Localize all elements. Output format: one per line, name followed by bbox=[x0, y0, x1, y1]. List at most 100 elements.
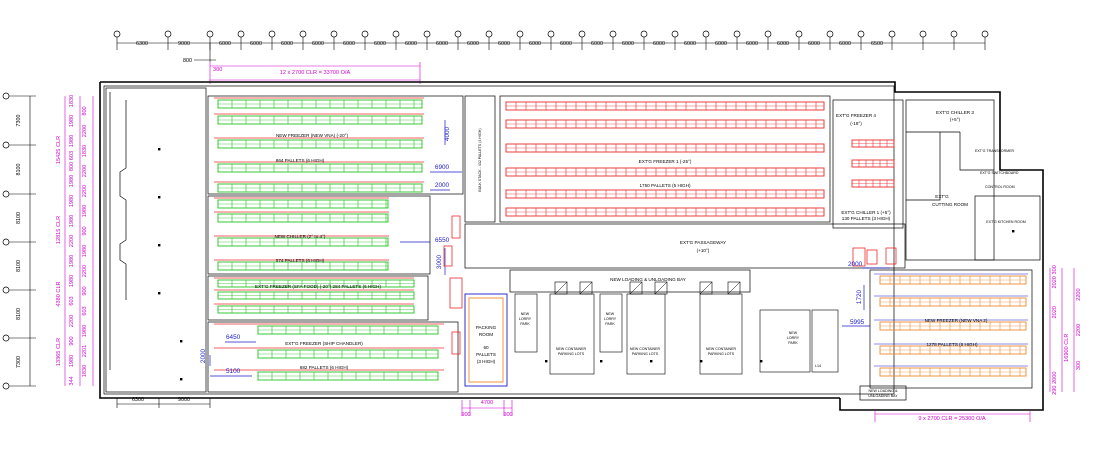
left-dim-label: 8100 bbox=[16, 164, 22, 176]
label-new-freezer-vna2: NEW FREEZER (NEW VNA 2) bbox=[925, 318, 988, 323]
label-freezer-ship: EXT'G FREEZER (SHIP CHANDLER) bbox=[285, 341, 363, 346]
label-packing-pallets-2: PALLETS bbox=[476, 352, 496, 357]
grid-bubble bbox=[2, 334, 10, 342]
label-container-a1: NEW CONTAINER bbox=[556, 347, 587, 351]
column-dot bbox=[158, 244, 161, 247]
left-sub-label: 900 bbox=[82, 226, 88, 235]
parking-bays bbox=[514, 293, 839, 375]
lorry-container-parks: NEW LORRY PARK NEW LORRY PARK NEW LORRY … bbox=[514, 293, 839, 375]
column-dot bbox=[180, 378, 183, 381]
grid-bubble bbox=[950, 30, 958, 38]
grid-bubble bbox=[702, 30, 710, 38]
dim-1720: 1720 bbox=[856, 289, 863, 304]
column-dot bbox=[158, 196, 161, 199]
top-dim-label: 6000 bbox=[219, 41, 231, 47]
parking-bay bbox=[599, 293, 623, 353]
label-cutting-room-2: CUTTING ROOM bbox=[932, 202, 968, 207]
structural-columns bbox=[158, 148, 1015, 381]
left-clr-1: 15425 CLR bbox=[56, 136, 62, 164]
left-sub-label: 2200 bbox=[82, 265, 88, 277]
parking-bay bbox=[811, 309, 839, 373]
dim-2000-c: 2000 bbox=[848, 261, 863, 268]
label-container-a2: PARKING LOTS bbox=[558, 352, 585, 356]
grid-bubble bbox=[764, 30, 772, 38]
label-lorry-park-a2: LORRY bbox=[519, 317, 532, 321]
racking-freezer-sfa bbox=[214, 277, 415, 314]
left-dim-label: 8100 bbox=[16, 260, 22, 272]
right-dim-label: 300 bbox=[1076, 361, 1082, 370]
grid-bubble bbox=[857, 30, 865, 38]
left-sub-label: 2200 bbox=[82, 125, 88, 137]
racking-freezer-ship bbox=[214, 323, 444, 381]
left-sub-label: 1980 bbox=[69, 355, 75, 367]
grid-bubble bbox=[454, 30, 462, 38]
label-chiller-1: EXT'G CHILLER 1 (+5°) bbox=[841, 210, 891, 215]
column-dot bbox=[600, 360, 603, 363]
column-dot bbox=[158, 148, 161, 151]
top-dim-label: 6000 bbox=[312, 41, 324, 47]
grid-bubble bbox=[671, 30, 679, 38]
racking-new-freezer-vna bbox=[214, 97, 424, 193]
top-dim-label: 6000 bbox=[250, 41, 262, 47]
label-packing-room-1: PACKING bbox=[476, 325, 497, 330]
top-clear-note: 12 x 2700 CLR = 33700 O/A bbox=[280, 70, 351, 76]
label-passageway-temp: (+10°) bbox=[697, 248, 710, 253]
bay-door-diag bbox=[654, 281, 668, 295]
grid-bubble bbox=[547, 30, 555, 38]
grid-bubble bbox=[164, 30, 172, 38]
label-control-room: CONTROL ROOM bbox=[985, 185, 1015, 189]
top-dim-label: 6000 bbox=[715, 41, 727, 47]
dim-6450: 6450 bbox=[226, 334, 241, 341]
top-clear-dimension: 300 12 x 2700 CLR = 33700 O/A bbox=[209, 62, 421, 84]
left-dim-label: 8100 bbox=[16, 212, 22, 224]
left-sub-label: 1980 bbox=[69, 115, 75, 127]
top-dim-label: 6000 bbox=[591, 41, 603, 47]
grid-bubble bbox=[361, 30, 369, 38]
label-container-c2: PARKING LOTS bbox=[708, 352, 735, 356]
grid-bubble bbox=[516, 30, 524, 38]
column-dot bbox=[650, 360, 653, 363]
left-sub-label: 603 bbox=[69, 296, 75, 305]
label-new-freezer-pallets: 864 PALLETS (6 HIGH) bbox=[276, 158, 325, 163]
grid-bubble bbox=[237, 30, 245, 38]
left-sub-label: 2201 bbox=[82, 345, 88, 357]
left-sub-label: 1830 bbox=[69, 95, 75, 107]
grid-bubble bbox=[888, 30, 896, 38]
label-freezer-1-pallets: 1750 PALLETS (5 HIGH) bbox=[640, 183, 691, 188]
room-freezer-sfa: EXT'G FREEZER (SFA FOOD) (-20°) 284 PALL… bbox=[207, 275, 429, 321]
right-dim-label: 2200 bbox=[1076, 288, 1082, 300]
dim-5100: 5100 bbox=[226, 368, 241, 375]
room-freezer-ship-chandler: EXT'G FREEZER (SHIP CHANDLER) 682 PALLET… bbox=[207, 321, 459, 393]
loading-bay: NEW LOADING & UNLOADING BAY bbox=[509, 269, 751, 295]
racking-new-freezer-vna2 bbox=[874, 273, 1028, 377]
left-sub-label: 1980 bbox=[69, 135, 75, 147]
column-dot bbox=[700, 360, 703, 363]
room-packing: PACKING ROOM 60 PALLETS (3 HIGH) bbox=[464, 293, 508, 387]
left-sub-label: 2200 bbox=[82, 165, 88, 177]
label-freezer-4: EXT'G FREEZER 4 bbox=[836, 113, 876, 118]
grid-bubble bbox=[206, 30, 214, 38]
label-kitchen: EXT'G KITCHEN ROOM bbox=[986, 220, 1025, 224]
label-packing-pallets-1: 60 bbox=[483, 345, 489, 350]
building-outline bbox=[99, 81, 1044, 411]
top-dim-label: 6300 bbox=[136, 41, 148, 47]
label-switchboard: EXT'G SWITCHBOARD bbox=[980, 171, 1019, 175]
label-chiller-3-temp: (+5°) bbox=[950, 117, 961, 122]
left-dim-label: 8100 bbox=[16, 308, 22, 320]
label-bulk-stack: BULK STACK - 432 PALLETS (4 HIGH) bbox=[478, 128, 482, 191]
bulk-stack-strip: BULK STACK - 432 PALLETS (4 HIGH) bbox=[464, 95, 496, 223]
grid-bubble bbox=[919, 30, 927, 38]
top-dim-label: 6500 bbox=[871, 41, 883, 47]
label-freezer-sfa: EXT'G FREEZER (SFA FOOD) (-20°) 284 PALL… bbox=[255, 284, 381, 289]
grid-bubble bbox=[268, 30, 276, 38]
left-sub-label: 1980 bbox=[69, 215, 75, 227]
dim-800: 800 bbox=[183, 58, 192, 64]
grid-bubble bbox=[2, 382, 10, 390]
left-clr-3: 4380 CLR bbox=[56, 281, 62, 306]
top-dim-label: 6000 bbox=[777, 41, 789, 47]
right-dim-label: 2020 300 bbox=[1052, 265, 1058, 288]
right-dim-label: 2200 bbox=[1076, 324, 1082, 336]
